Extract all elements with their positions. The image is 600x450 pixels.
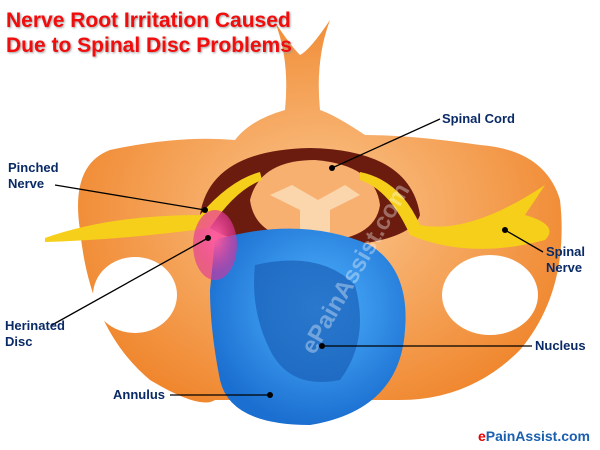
title-line-1: Nerve Root Irritation Caused bbox=[6, 9, 291, 32]
label-pinched-nerve: Pinched Nerve bbox=[8, 160, 59, 191]
footer-brand-e: e bbox=[477, 428, 486, 444]
label-spinal-cord: Spinal Cord bbox=[442, 111, 515, 126]
label-nucleus: Nucleus bbox=[535, 338, 586, 353]
foramen-right bbox=[442, 255, 538, 335]
label-annulus: Annulus bbox=[113, 387, 165, 402]
label-spinal-nerve: Spinal Nerve bbox=[546, 244, 586, 275]
leader-lines bbox=[51, 118, 544, 396]
footer-brand: ePainAssist.com bbox=[478, 428, 590, 444]
footer-brand-rest: PainAssist.com bbox=[485, 428, 590, 444]
title-line-2: Due to Spinal Disc Problems bbox=[6, 34, 292, 57]
disc-nucleus bbox=[254, 260, 360, 382]
grey-matter bbox=[270, 185, 360, 235]
foramen-left bbox=[93, 257, 177, 333]
herniation bbox=[193, 210, 237, 280]
page-title: Nerve Root Irritation Caused Due to Spin… bbox=[6, 8, 292, 58]
label-herniated-disc: Herinated Disc bbox=[5, 318, 65, 349]
